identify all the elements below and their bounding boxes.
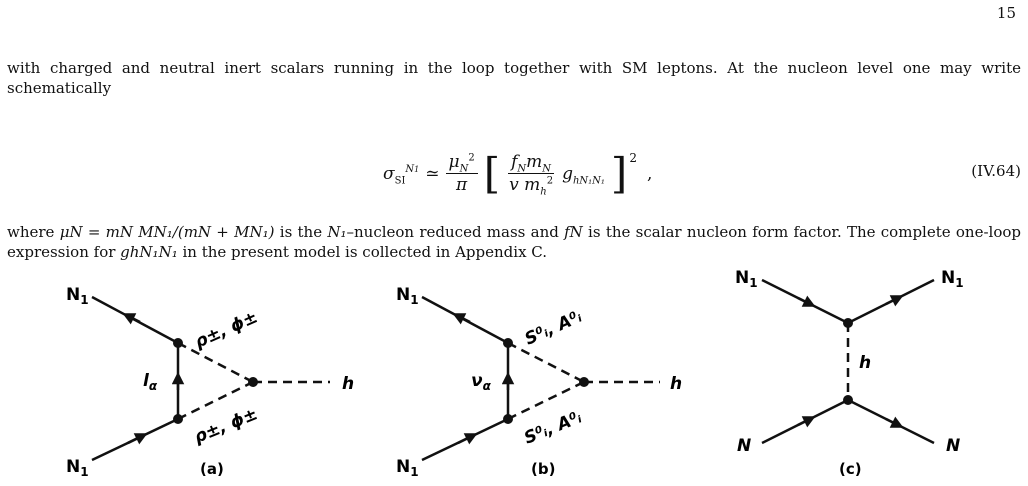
arrow-icon bbox=[457, 433, 478, 445]
equation-label: (IV.64) bbox=[971, 162, 1021, 180]
equation-IV-64: σSIN1 ≃ μN2 π [ fNmN v mh2 ghN₁N₁ ] 2 , … bbox=[0, 146, 1028, 200]
scalar-line-top-a bbox=[177, 341, 254, 384]
eq-right-bracket: ] bbox=[610, 148, 628, 198]
vertex-dot bbox=[173, 414, 183, 424]
label-N1-top-left-c: N1 bbox=[735, 268, 758, 290]
label-neutrino-b: να bbox=[471, 371, 492, 393]
paragraph-intro-text: with charged and neutral inert scalars r… bbox=[7, 59, 1021, 97]
label-N1-top-b: N1 bbox=[396, 285, 419, 307]
label-N1-top-a: N1 bbox=[66, 285, 89, 307]
vertex-dot bbox=[248, 377, 258, 387]
arrow-icon bbox=[127, 433, 148, 445]
label-N1-bottom-a: N1 bbox=[66, 457, 89, 479]
eq-frac-mu-pi: μN2 π bbox=[445, 152, 478, 195]
caption-b: (b) bbox=[531, 460, 555, 478]
label-N1-bottom-b: N1 bbox=[396, 457, 419, 479]
diagram-a: N1 N1 lα ρ±, ϕ± ρ±, ϕ± h (a) bbox=[66, 285, 354, 479]
label-higgs-c: h bbox=[859, 353, 871, 373]
label-N-bottom-left-c: N bbox=[737, 436, 751, 456]
eq-lhs: σSIN1 bbox=[383, 163, 420, 186]
label-lepton-a: lα bbox=[143, 371, 158, 393]
vertex-dot bbox=[843, 395, 853, 405]
arrow-icon bbox=[122, 313, 141, 325]
diagram-b: N1 N1 να S⁰ᵢ, A⁰ᵢ S⁰ᵢ, A⁰ᵢ h (b) bbox=[396, 285, 682, 479]
vertex-dot bbox=[173, 338, 183, 348]
caption-a: (a) bbox=[200, 460, 224, 478]
label-scalar-bottom-a: ρ±, ϕ± bbox=[191, 404, 260, 447]
equation-body: σSIN1 ≃ μN2 π [ fNmN v mh2 ghN₁N₁ ] 2 , bbox=[383, 148, 653, 198]
eq-approx: ≃ bbox=[425, 163, 440, 184]
page-number: 15 bbox=[996, 4, 1016, 22]
paragraph-definitions: where μN = mN MN₁/(mN + MN₁) is the N₁–n… bbox=[7, 223, 1021, 261]
label-N-bottom-right-c: N bbox=[946, 436, 960, 456]
arrow-icon bbox=[452, 313, 471, 325]
label-higgs-a: h bbox=[342, 374, 354, 394]
arrow-icon bbox=[797, 416, 816, 428]
label-higgs-b: h bbox=[670, 374, 682, 394]
label-scalar-bottom-b: S⁰ᵢ, A⁰ᵢ bbox=[521, 407, 584, 448]
arrow-icon bbox=[885, 416, 904, 428]
paragraph-intro: with charged and neutral inert scalars r… bbox=[7, 58, 1021, 98]
diagram-c: N1 N1 N N h (c) bbox=[735, 268, 964, 478]
mu-definition: μN = mN MN₁/(mN + MN₁) bbox=[59, 223, 275, 241]
vertex-dot bbox=[579, 377, 589, 387]
caption-c: (c) bbox=[839, 460, 862, 478]
eq-left-bracket: [ bbox=[483, 148, 501, 198]
eq-frac-f-m: fNmN v mh2 bbox=[508, 152, 555, 198]
eq-coupling: ghN₁N₁ bbox=[562, 163, 605, 186]
label-N1-top-right-c: N1 bbox=[941, 268, 964, 290]
scalar-line-top-b bbox=[507, 341, 585, 384]
arrow-icon bbox=[885, 295, 904, 307]
vertex-dot bbox=[843, 318, 853, 328]
vertex-dot bbox=[503, 338, 513, 348]
arrow-icon bbox=[797, 295, 816, 307]
label-scalar-top-a: ρ±, ϕ± bbox=[192, 307, 261, 352]
feynman-diagrams: N1 N1 lα ρ±, ϕ± ρ±, ϕ± h (a) N1 N1 να S⁰… bbox=[66, 268, 964, 479]
label-scalar-top-b: S⁰ᵢ, A⁰ᵢ bbox=[522, 307, 585, 350]
vertex-dot bbox=[503, 414, 513, 424]
